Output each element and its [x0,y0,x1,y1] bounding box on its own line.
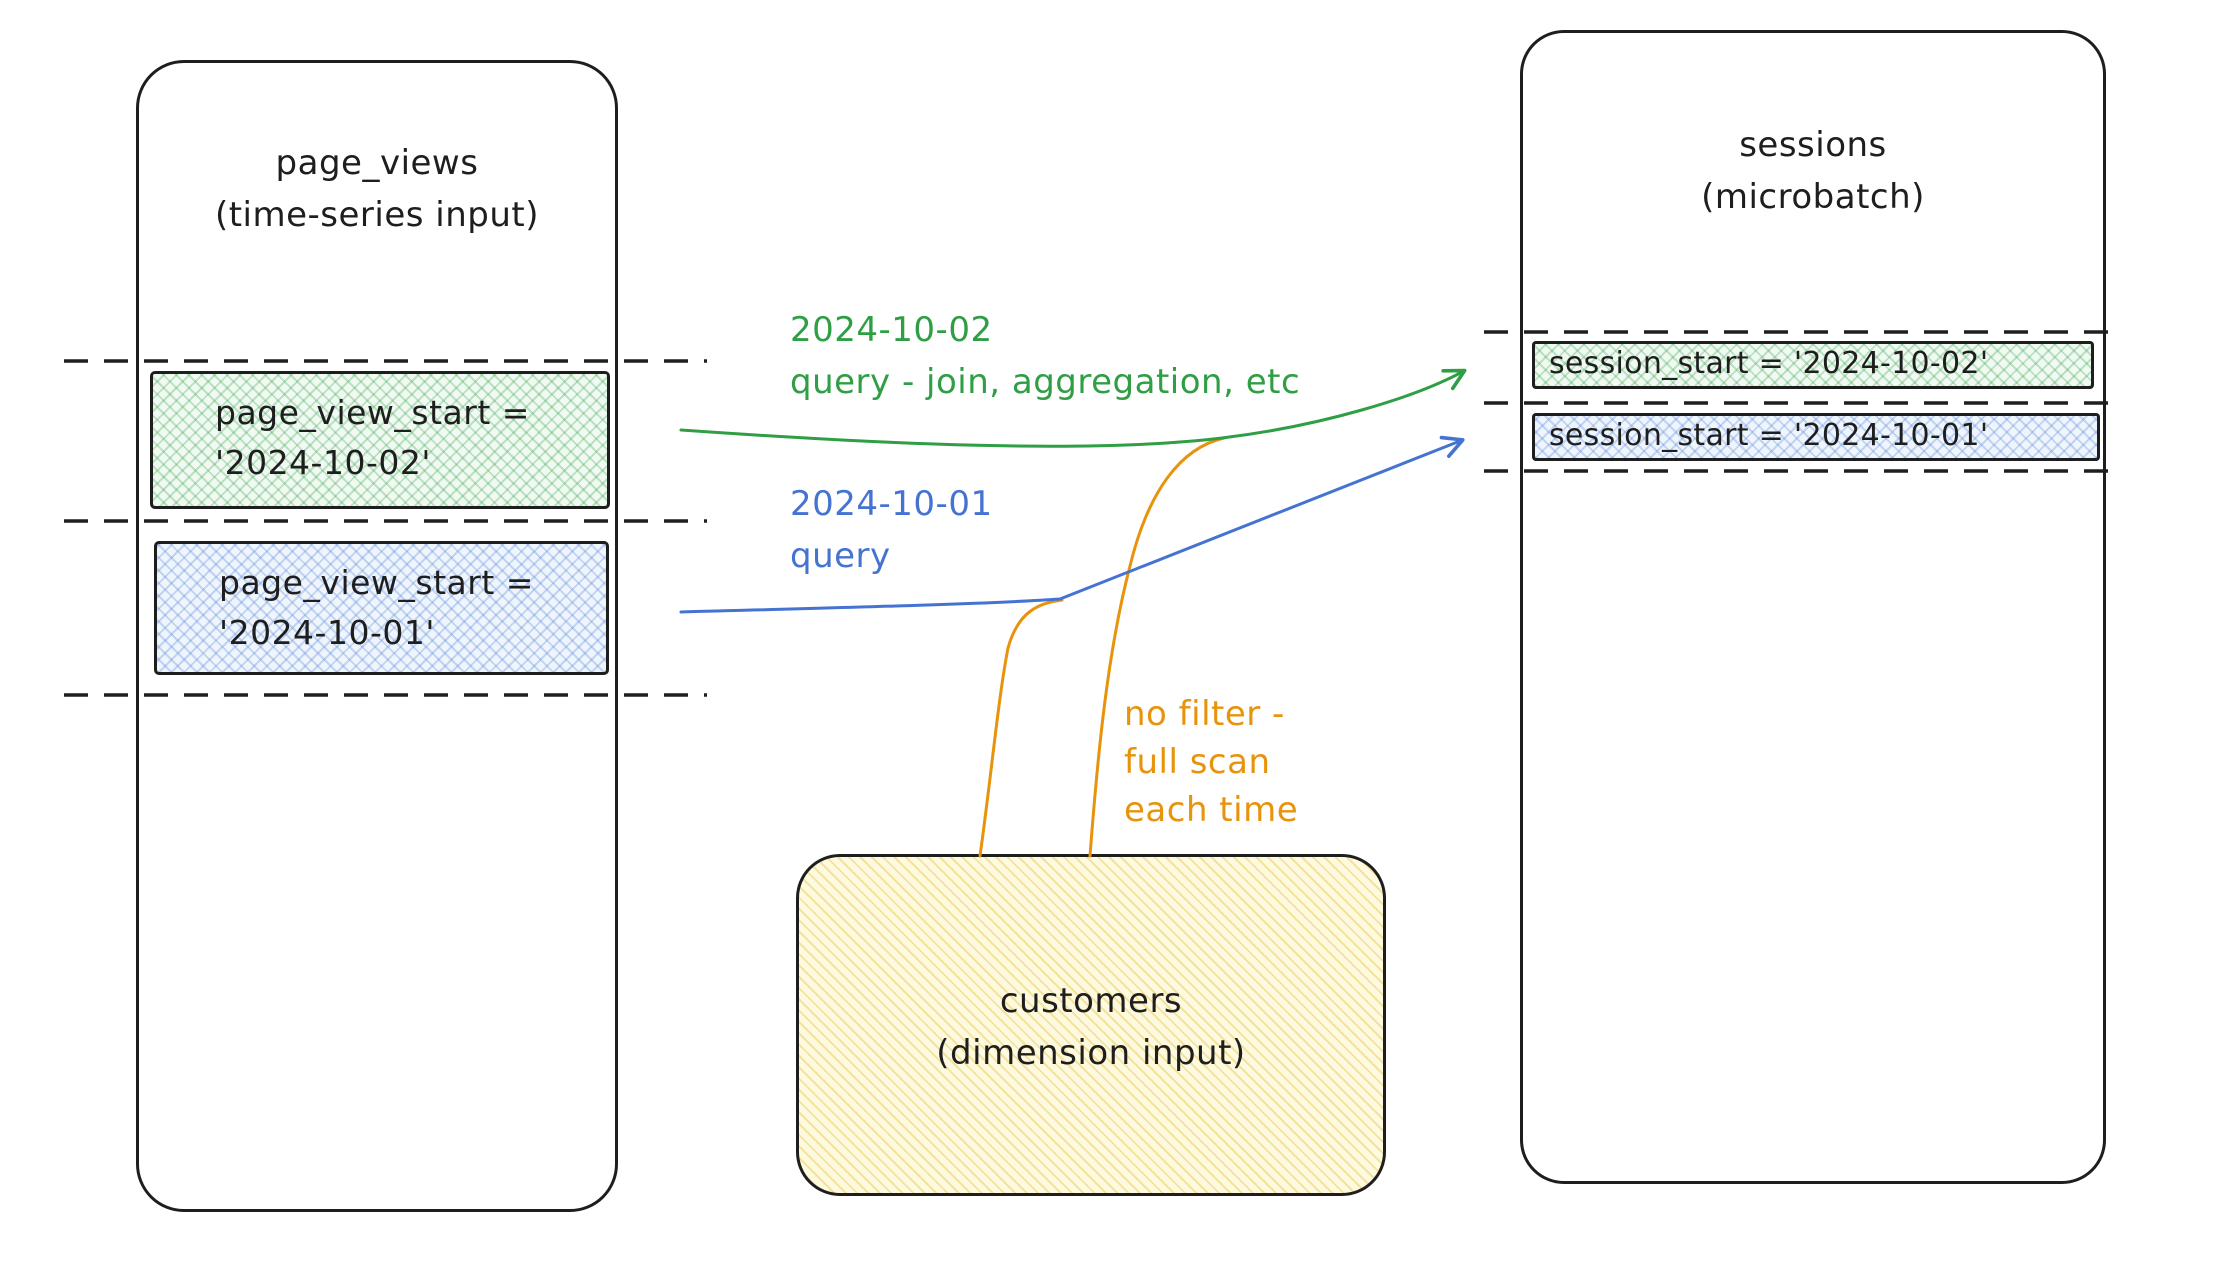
green-query-label-line1: 2024-10-02 [790,310,993,350]
green-query-arrow [679,368,1467,448]
page-views-title-line2: (time-series input) [214,195,540,235]
orange-full-scan-line-left [978,598,1064,858]
page-views-title: page_views (time-series input) [139,137,615,241]
session-row-2024-10-01: session_start = '2024-10-01' [1532,413,2100,461]
sessions-panel: sessions (microbatch) session_start = '2… [1520,30,2106,1184]
partition-label-line1: page_view_start = [215,393,530,432]
orange-note-line3: each time [1124,790,1299,830]
sessions-title-line1: sessions [1739,125,1887,165]
page-views-title-line1: page_views [275,143,479,183]
session-row-2024-10-02: session_start = '2024-10-02' [1532,341,2094,389]
sessions-title-line2: (microbatch) [1701,177,1925,217]
orange-note-line2: full scan [1124,742,1271,782]
green-query-label: 2024-10-02 query - join, aggregation, et… [790,304,1300,408]
blue-query-arrow [679,435,1465,614]
customers-title-line2: (dimension input) [936,1033,1246,1073]
orange-full-scan-line-right [1088,436,1226,858]
blue-query-label-line1: 2024-10-01 [790,484,993,524]
page-views-panel: page_views (time-series input) page_view… [136,60,618,1212]
green-query-label-line2: query - join, aggregation, etc [790,362,1301,402]
partition-label-line2: '2024-10-01' [219,613,435,652]
partition-label-line2: '2024-10-02' [215,443,431,482]
partition-2024-10-01: page_view_start = '2024-10-01' [154,541,609,675]
session-row-label: session_start = '2024-10-02' [1549,346,1989,381]
orange-note-line1: no filter - [1124,694,1285,734]
session-row-label: session_start = '2024-10-01' [1549,418,1989,453]
blue-query-label: 2024-10-01 query [790,478,993,582]
customers-title: customers (dimension input) [799,975,1383,1079]
partition-2024-10-02: page_view_start = '2024-10-02' [150,371,610,509]
partition-label-line1: page_view_start = [219,563,534,602]
customers-box: customers (dimension input) [796,854,1386,1196]
sessions-title: sessions (microbatch) [1523,119,2103,223]
blue-query-label-line2: query [790,536,891,576]
orange-no-filter-note: no filter - full scan each time [1124,690,1298,834]
customers-title-line1: customers [999,981,1183,1021]
